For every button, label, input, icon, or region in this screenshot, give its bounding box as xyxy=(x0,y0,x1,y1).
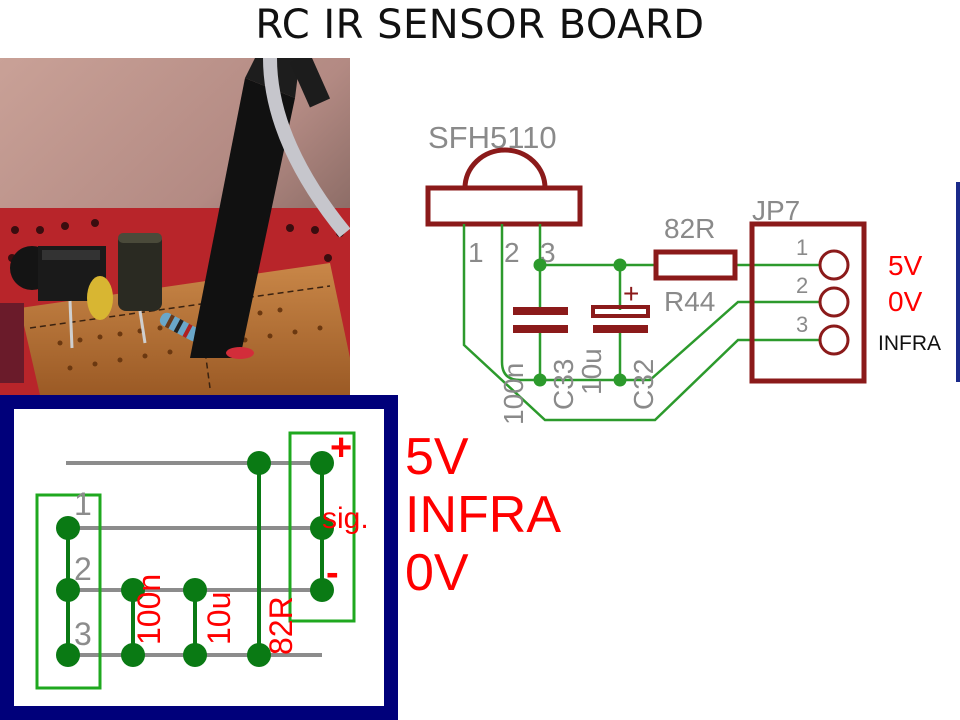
pcb-component-label: 100n xyxy=(131,574,167,645)
capacitor-c33-plate xyxy=(513,325,568,333)
pcb-pad xyxy=(310,578,334,602)
pcb-pad xyxy=(310,516,334,540)
pcb-component-label: 10u xyxy=(201,592,237,645)
pcb-pad xyxy=(310,451,334,475)
resistor-value: 82R xyxy=(664,213,715,244)
pcb-pad xyxy=(247,451,271,475)
junction-dot xyxy=(613,373,627,387)
board-photo xyxy=(0,58,350,395)
capacitor-c32-name: C32 xyxy=(628,359,659,410)
capacitor-c33-value: 100n xyxy=(498,363,529,425)
net-label-list: 5V INFRA 0V xyxy=(405,428,561,602)
connector-pin-label: 2 xyxy=(796,273,808,298)
connector-pin-label: 1 xyxy=(796,235,808,260)
net-label-0v-large: 0V xyxy=(405,544,469,602)
resistor-name: R44 xyxy=(664,286,715,317)
net-label-5v: 5V xyxy=(888,250,923,281)
net-label-0v: 0V xyxy=(888,286,923,317)
pcb-pad xyxy=(56,643,80,667)
connector-pin-label: 3 xyxy=(796,312,808,337)
pcb-header-outline xyxy=(35,493,102,690)
sensor-body xyxy=(425,185,583,227)
capacitor-polarity: + xyxy=(623,278,639,309)
net-label-infra-large: INFRA xyxy=(405,486,561,544)
pcb-header-pin-label: 2 xyxy=(74,551,92,587)
capacitor-c32-value: 10u xyxy=(576,348,607,395)
sensor-pin-label: 2 xyxy=(504,237,520,268)
connector-name: JP7 xyxy=(752,195,800,226)
pcb-pad xyxy=(56,578,80,602)
pcb-pad xyxy=(247,643,271,667)
resistor-r44 xyxy=(653,249,738,281)
connector-pin xyxy=(818,324,850,356)
capacitor-c32-plate xyxy=(591,305,650,318)
connector-pin xyxy=(818,249,850,281)
pcb-sensor-mark-sig: sig. xyxy=(322,502,369,535)
net-label-infra: INFRA xyxy=(878,332,941,355)
sensor-pin-label: 1 xyxy=(468,237,484,268)
capacitor-c32-plate xyxy=(593,325,648,333)
pcb-sensor-mark-minus: - xyxy=(326,552,339,594)
page-title: RC IR SENSOR BOARD xyxy=(255,2,705,48)
pcb-layout: 1 2 3 + sig. - 100n 10u 82R xyxy=(0,395,398,720)
wire-gnd xyxy=(500,250,820,382)
capacitor-c33-name: C33 xyxy=(548,359,579,410)
connector-jp7 xyxy=(749,221,867,384)
pcb-pad xyxy=(121,578,145,602)
pcb-header-pin-label: 3 xyxy=(74,616,92,652)
net-label-5v-large: 5V xyxy=(405,428,469,486)
sensor-name: SFH5110 xyxy=(428,120,557,155)
pcb-component-label: 82R xyxy=(263,596,299,655)
pcb-pad xyxy=(183,643,207,667)
pcb-pad xyxy=(183,578,207,602)
pcb-header-pin-label: 1 xyxy=(74,486,92,522)
pcb-pad xyxy=(121,643,145,667)
junction-dot xyxy=(613,258,627,272)
pcb-sensor-mark-plus: + xyxy=(330,427,352,469)
junction-dot xyxy=(533,258,547,272)
pcb-sensor-outline xyxy=(288,431,356,623)
sensor-dome xyxy=(462,147,548,189)
schematic: SFH5110 1 2 3 82R xyxy=(425,120,960,425)
junction-dot xyxy=(533,373,547,387)
capacitor-c33-plate xyxy=(513,307,568,315)
pcb-pad xyxy=(56,516,80,540)
connector-pin xyxy=(818,286,850,318)
